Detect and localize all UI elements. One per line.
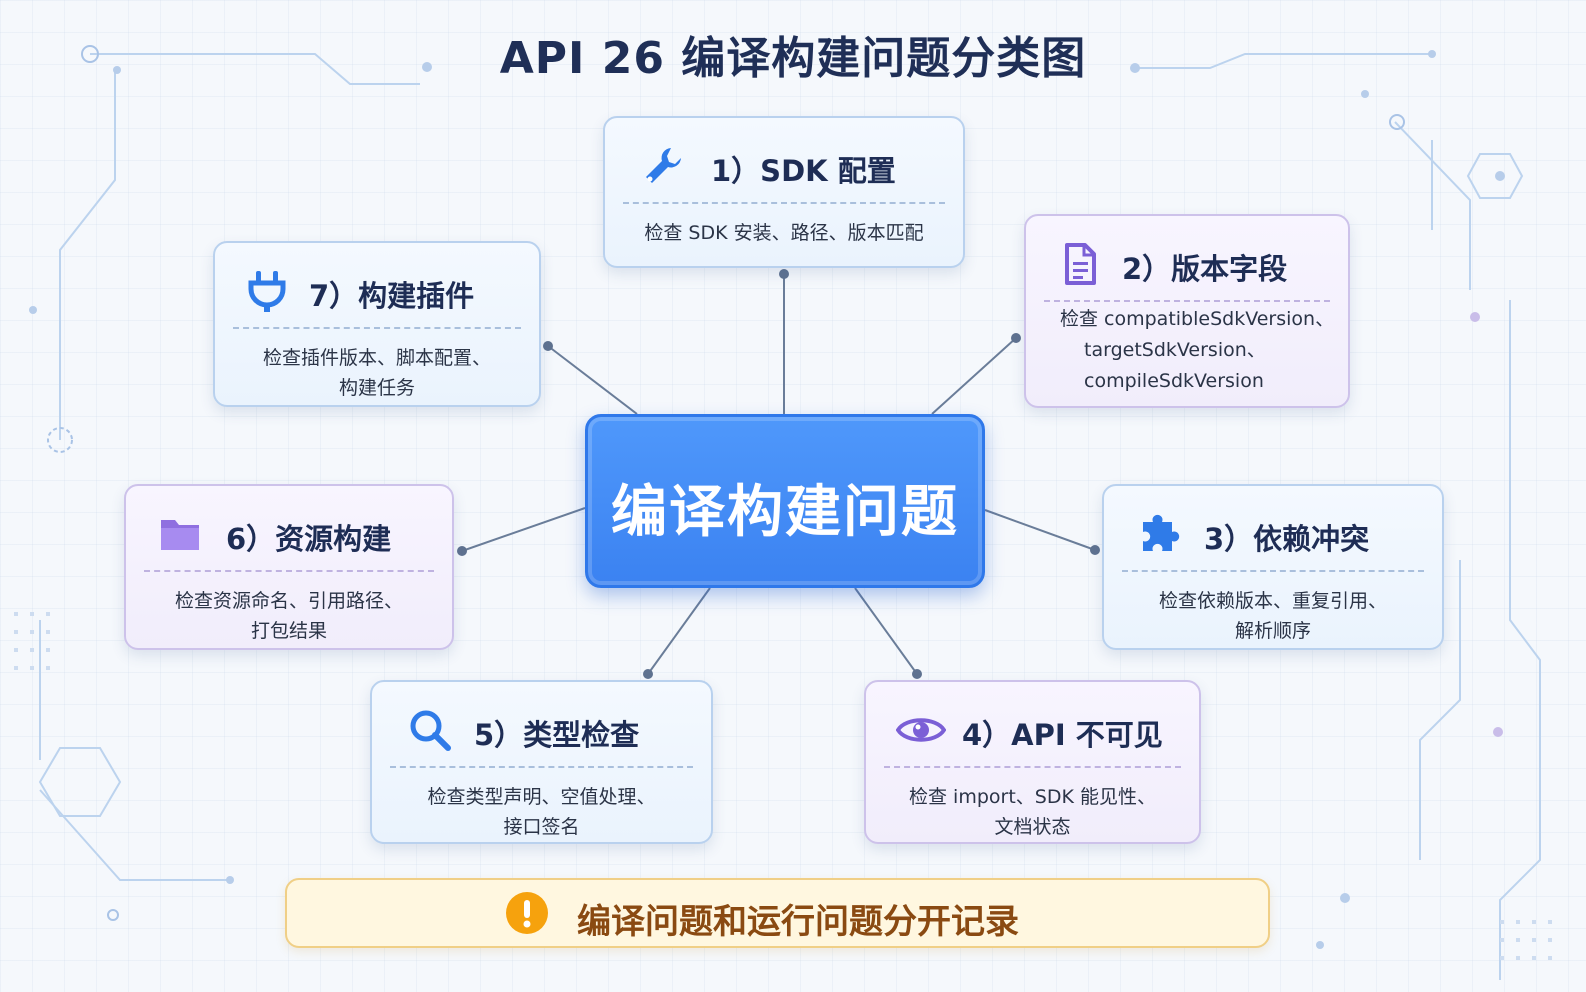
node-title: 4）API 不可见 [962, 718, 1163, 752]
connector-dot-deps [1090, 545, 1100, 555]
divider [1122, 570, 1424, 572]
connector-api [854, 587, 918, 675]
divider [1044, 300, 1330, 302]
desc-line: 检查类型声明、空值处理、 [427, 786, 656, 808]
desc-line: 检查资源命名、引用路径、 [174, 590, 403, 612]
node-description: 检查 SDK 安装、路径、版本匹配 [615, 218, 953, 248]
node-title: 6）资源构建 [226, 522, 392, 556]
node-title: 7）构建插件 [309, 279, 475, 313]
note-text: 编译问题和运行问题分开记录 [577, 902, 1019, 942]
connector-plugin [547, 345, 638, 415]
node-build-plugin: 7）构建插件 检查插件版本、脚本配置、 构建任务 [213, 241, 541, 407]
divider [623, 202, 945, 204]
node-title: 2）版本字段 [1122, 252, 1288, 286]
desc-line: 解析顺序 [1234, 620, 1311, 642]
divider [144, 570, 434, 572]
connector-dot-sdk [779, 269, 789, 279]
document-icon [1065, 243, 1096, 285]
divider [884, 766, 1181, 768]
desc-line: 检查依赖版本、重复引用、 [1158, 590, 1387, 612]
eye-icon [896, 718, 946, 742]
node-description: 检查类型声明、空值处理、 接口签名 [382, 782, 701, 842]
node-sdk-config: 1）SDK 配置 检查 SDK 安装、路径、版本匹配 [603, 116, 965, 268]
page-title: API 26 编译构建问题分类图 [499, 33, 1087, 84]
folder-icon [161, 520, 199, 550]
node-dependency-conflict: 3）依赖冲突 检查依赖版本、重复引用、 解析顺序 [1102, 484, 1444, 650]
desc-line: compileSdkVersion [1084, 370, 1264, 392]
connector-dot-version [1011, 333, 1021, 343]
plug-icon [248, 271, 286, 312]
connector-type [647, 587, 711, 675]
center-node: 编译构建问题 [585, 414, 985, 588]
wrench-icon [646, 148, 681, 183]
note-banner: 编译问题和运行问题分开记录 [285, 878, 1270, 948]
node-resource-build: 6）资源构建 检查资源命名、引用路径、 打包结果 [124, 484, 454, 650]
node-title: 5）类型检查 [474, 718, 640, 752]
divider [390, 766, 693, 768]
desc-line: 检查 import、SDK 能见性、 [909, 786, 1156, 808]
desc-line: 检查 compatibleSdkVersion、 [1060, 308, 1335, 330]
warning-icon [506, 892, 548, 934]
node-api-invisible: 4）API 不可见 检查 import、SDK 能见性、 文档状态 [864, 680, 1201, 844]
connector-version [931, 337, 1017, 415]
node-type-check: 5）类型检查 检查类型声明、空值处理、 接口签名 [370, 680, 713, 844]
node-description: 检查依赖版本、重复引用、 解析顺序 [1114, 586, 1432, 646]
desc-line: 检查插件版本、脚本配置、 [262, 347, 491, 369]
node-description: 检查 import、SDK 能见性、 文档状态 [876, 782, 1189, 842]
connector-dot-api [912, 669, 922, 679]
connector-dot-plugin [543, 341, 553, 351]
desc-line: targetSdkVersion、 [1084, 339, 1266, 361]
desc-line: 文档状态 [994, 816, 1071, 838]
connector-deps [984, 509, 1096, 551]
search-icon [410, 710, 451, 751]
node-title: 3）依赖冲突 [1204, 522, 1370, 556]
node-title: 1）SDK 配置 [711, 154, 896, 188]
node-description: 检查插件版本、脚本配置、 构建任务 [225, 343, 529, 403]
center-label: 编译构建问题 [611, 480, 959, 545]
desc-line: 接口签名 [503, 816, 580, 838]
connector-dot-type [643, 669, 653, 679]
desc-line: 构建任务 [338, 377, 415, 399]
node-description: 检查资源命名、引用路径、 打包结果 [136, 586, 442, 646]
divider [233, 327, 521, 329]
connector-dot-resource [457, 546, 467, 556]
desc-line: 打包结果 [250, 620, 327, 642]
connector-resource [461, 507, 586, 552]
desc-line: 检查 SDK 安装、路径、版本匹配 [644, 222, 924, 244]
node-description: 检查 compatibleSdkVersion、 targetSdkVersio… [1060, 304, 1338, 397]
puzzle-icon [1143, 514, 1180, 551]
node-version-fields: 2）版本字段 检查 compatibleSdkVersion、 targetSd… [1024, 214, 1350, 408]
